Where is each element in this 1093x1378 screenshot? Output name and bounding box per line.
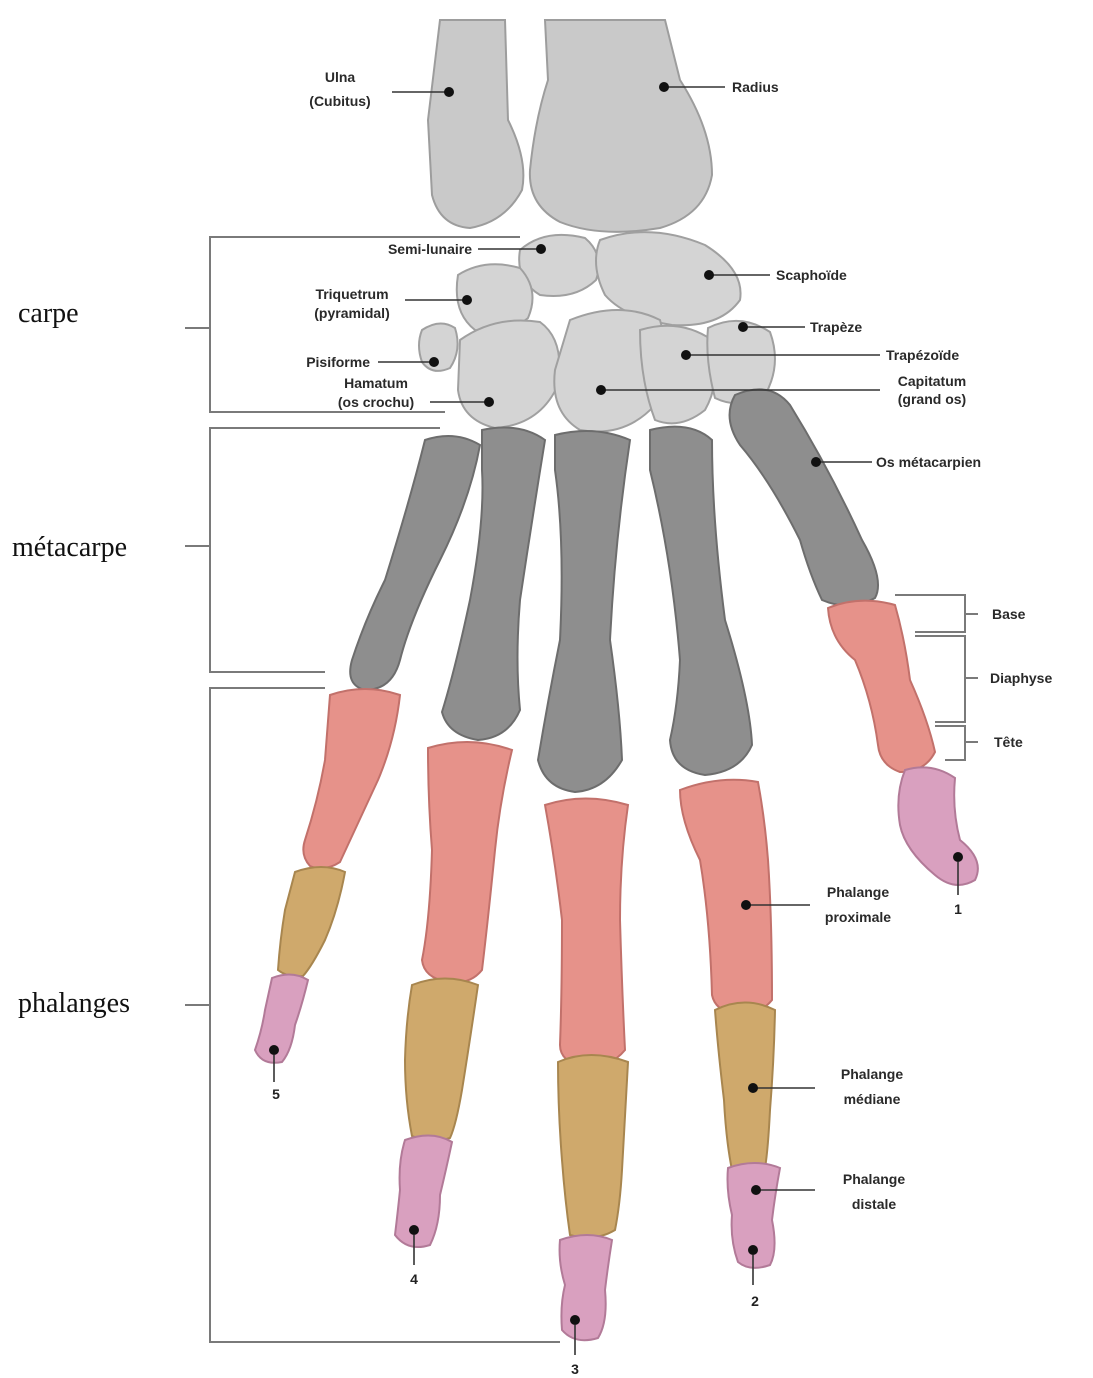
label-diaphyse: Diaphyse [990,670,1052,686]
label-radius: Radius [732,79,779,95]
label-triquetrum: Triquetrum [315,286,388,302]
distal-phalanx-1 [898,767,978,885]
radius-bone [530,20,712,232]
label-phalange-mediane: Phalange [841,1066,903,1082]
metacarpal-1 [730,389,878,605]
ulna-bone [428,20,523,228]
label-capitatum-alt: (grand os) [898,391,966,407]
label-trapezoide: Trapézoïde [886,347,959,363]
proximal-phalanx-5 [303,689,400,868]
distal-phalanx-3 [560,1235,612,1340]
label-tete: Tête [994,734,1023,750]
proximal-phalanx-4 [422,742,512,983]
metacarpal-2 [650,427,752,775]
section-label-metacarpe: métacarpe [12,532,127,563]
metacarpals [350,389,878,792]
label-semilunaire: Semi-lunaire [388,241,472,257]
finger-number-4: 4 [410,1271,418,1287]
label-trapeze: Trapèze [810,319,862,335]
label-os-metacarpien: Os métacarpien [876,454,981,470]
label-hamatum-alt: (os crochu) [338,394,414,410]
finger-number-2: 2 [751,1293,759,1309]
proximal-phalanges [303,601,935,1068]
label-pisiforme: Pisiforme [306,354,370,370]
phalanges-bracket [210,688,560,1342]
label-base: Base [992,606,1026,622]
label-scaphoide: Scaphoïde [776,267,847,283]
proximal-phalanx-2 [680,780,772,1015]
trapezoide-bone [640,326,716,424]
label-capitatum: Capitatum [898,373,966,389]
distal-phalanx-4 [395,1135,452,1247]
section-label-phalanges: phalanges [18,988,130,1019]
middle-phalanx-4 [405,979,478,1141]
label-phalange-distale-2: distale [852,1196,897,1212]
finger-number-1: 1 [954,901,962,917]
middle-phalanx-3 [558,1055,628,1238]
label-ulna: Ulna [325,69,356,85]
label-triquetrum-alt: (pyramidal) [314,305,389,321]
label-phalange-distale: Phalange [843,1171,905,1187]
label-phalange-proximale: Phalange [827,884,889,900]
finger-number-3: 3 [571,1361,579,1377]
section-label-carpe: carpe [18,298,79,329]
metacarpal-3 [538,431,630,792]
finger-number-5: 5 [272,1086,280,1102]
middle-phalanx-5 [278,867,345,976]
proximal-phalanx-3 [545,799,628,1069]
distal-phalanx-5 [255,974,308,1062]
hamatum-bone [458,320,560,428]
proximal-phalanx-1 [828,601,935,772]
label-ulna-alt: (Cubitus) [309,93,370,109]
middle-phalanges [278,867,775,1238]
label-phalange-mediane-2: médiane [844,1091,901,1107]
label-hamatum: Hamatum [344,375,408,391]
label-phalange-proximale-2: proximale [825,909,891,925]
